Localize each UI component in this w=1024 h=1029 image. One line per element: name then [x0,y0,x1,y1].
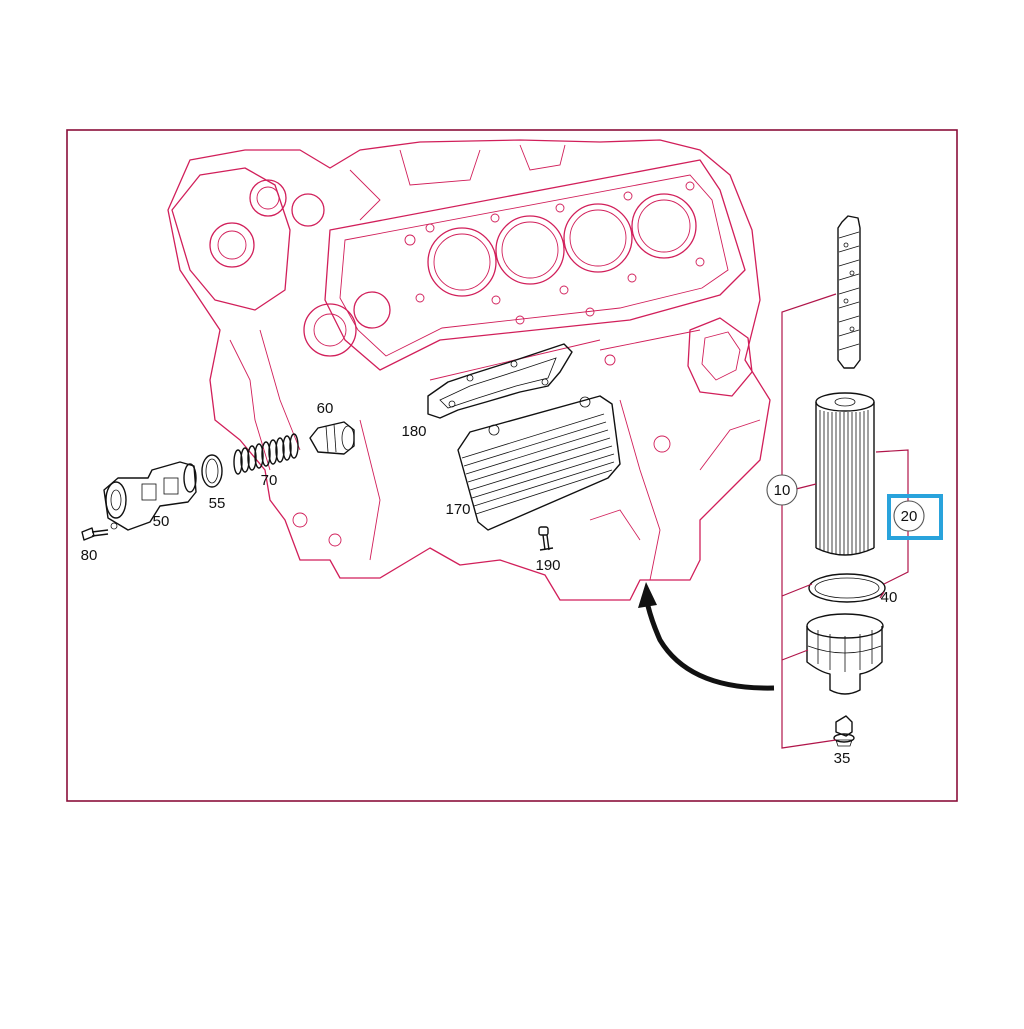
valve-60 [309,421,355,455]
oring-55 [201,454,223,488]
filter-cap [806,613,884,695]
callout-60[interactable]: 60 [317,400,334,417]
callout-180[interactable]: 180 [401,423,426,440]
callout-70[interactable]: 70 [261,472,278,489]
callout-35[interactable]: 35 [834,750,851,767]
cylinder-bores [427,193,697,297]
valve-housing-50 [103,461,197,531]
spring-70 [233,433,299,475]
bolt-190 [538,526,554,551]
callout-190[interactable]: 190 [535,557,560,574]
callout-50[interactable]: 50 [153,513,170,530]
install-arrow [638,582,775,691]
engine-block [167,139,771,601]
drain-plug-35 [833,715,855,747]
screw-80 [81,527,109,541]
oil-cooler-170 [457,395,621,531]
gasket-180 [427,343,573,419]
callout-10-label: 10 [774,482,791,499]
diagram-frame [66,129,958,802]
callout-170[interactable]: 170 [445,501,470,518]
callout-80[interactable]: 80 [81,547,98,564]
standpipe-10 [837,215,861,369]
callout-10[interactable]: 10 [766,474,798,506]
filter-element-20 [815,392,875,556]
highlight-box [887,494,943,540]
callout-20[interactable]: 20 [887,494,943,540]
callout-55[interactable]: 55 [209,495,226,512]
head-bolt-holes [404,181,705,325]
oring-40 [808,573,886,603]
callout-40[interactable]: 40 [881,589,898,606]
callout-20-label: 20 [901,508,918,525]
